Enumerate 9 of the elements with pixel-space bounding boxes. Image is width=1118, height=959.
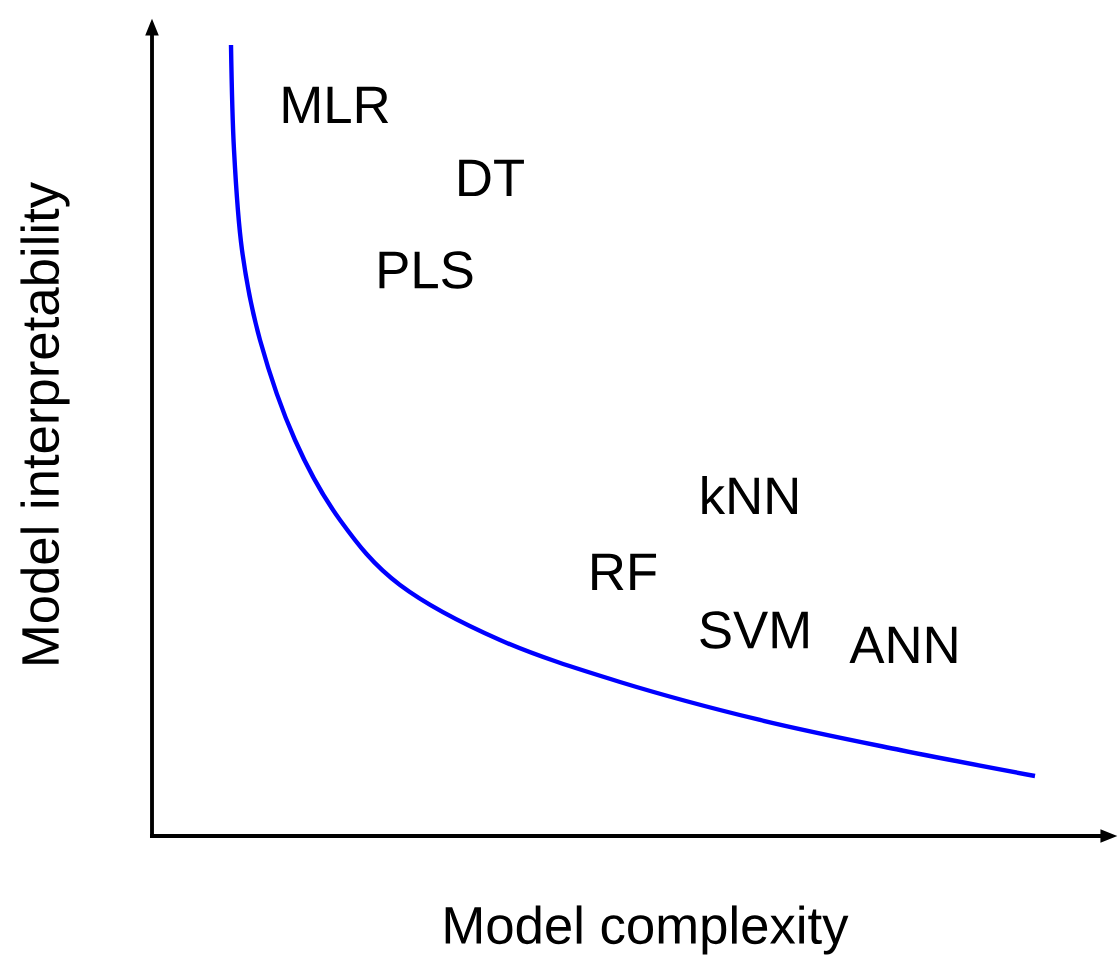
axis-title: Model interpretability [20, 182, 70, 664]
method-label: kNN [702, 475, 797, 515]
method-label: RF [592, 553, 657, 591]
method-label: DT [459, 159, 524, 197]
method-label: ANN [849, 626, 957, 664]
axis-title: Model complexity [445, 905, 849, 955]
method-label: PLS [379, 251, 473, 289]
method-label: MLR [283, 86, 389, 124]
method-label: SVM [700, 611, 808, 649]
